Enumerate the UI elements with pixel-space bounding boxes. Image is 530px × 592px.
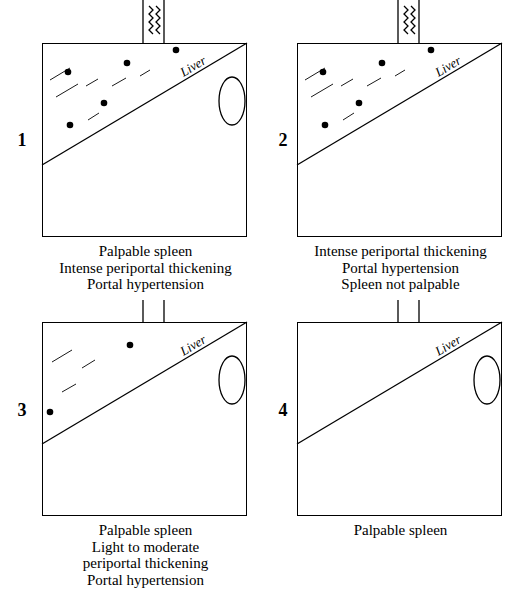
vein-line xyxy=(142,300,143,322)
panel-number: 2 xyxy=(279,131,288,149)
finding-caption: Intense periportal thickening xyxy=(276,243,526,260)
vein-line xyxy=(397,0,398,43)
liver-panel: LiverIntense periportal thickeningPortal… xyxy=(297,43,502,237)
caption-group: Intense periportal thickeningPortal hype… xyxy=(276,243,526,293)
finding-caption: Spleen not palpable xyxy=(276,276,526,293)
caption-group: Palpable spleen xyxy=(301,522,501,539)
liver-edge xyxy=(297,43,502,165)
organ-label: Liver xyxy=(178,53,208,78)
liver-edge xyxy=(297,322,502,444)
oval-organ xyxy=(219,77,245,125)
caption-group: Palpable spleenIntense periportal thicke… xyxy=(21,243,271,293)
liver-edge xyxy=(42,43,247,165)
vein-wave xyxy=(404,6,408,34)
finding-caption: Palpable spleen xyxy=(301,522,501,539)
periportal-dashes xyxy=(50,68,150,120)
finding-caption: Palpable spleen xyxy=(21,243,271,260)
organ-label: Liver xyxy=(433,53,463,78)
vein-line xyxy=(163,300,164,322)
periportal-dashes xyxy=(52,350,95,392)
vein-line xyxy=(418,0,419,43)
panel-number: 4 xyxy=(279,401,288,419)
finding-caption: Intense periportal thickening xyxy=(21,260,271,277)
organ-label: Liver xyxy=(178,332,208,357)
vein-line xyxy=(142,0,143,43)
vein-line xyxy=(163,0,164,43)
vein-wave xyxy=(156,6,160,34)
oval-organ xyxy=(219,356,245,404)
vein-wave xyxy=(411,6,415,34)
liver-edge xyxy=(42,322,247,444)
finding-caption: Portal hypertension xyxy=(276,260,526,277)
organ-label: Liver xyxy=(433,332,463,357)
finding-caption: Palpable spleen xyxy=(63,522,228,539)
panel-number: 3 xyxy=(18,401,27,419)
panel-number: 1 xyxy=(18,131,27,149)
oval-organ xyxy=(474,356,500,404)
liver-panel: LiverPalpable spleenIntense periportal t… xyxy=(42,43,247,237)
finding-caption: Light to moderate periportal thickening xyxy=(63,539,228,572)
granuloma-dots xyxy=(47,47,435,416)
finding-caption: Portal hypertension xyxy=(63,572,228,589)
finding-caption: Portal hypertension xyxy=(21,276,271,293)
periportal-dashes xyxy=(305,68,405,120)
liver-panel: LiverPalpable spleen xyxy=(297,322,502,516)
liver-panel: LiverPalpable spleenLight to moderate pe… xyxy=(42,322,247,516)
vein-line xyxy=(418,300,419,322)
vein-line xyxy=(397,300,398,322)
vein-wave xyxy=(149,6,153,34)
caption-group: Palpable spleenLight to moderate peripor… xyxy=(63,522,228,588)
